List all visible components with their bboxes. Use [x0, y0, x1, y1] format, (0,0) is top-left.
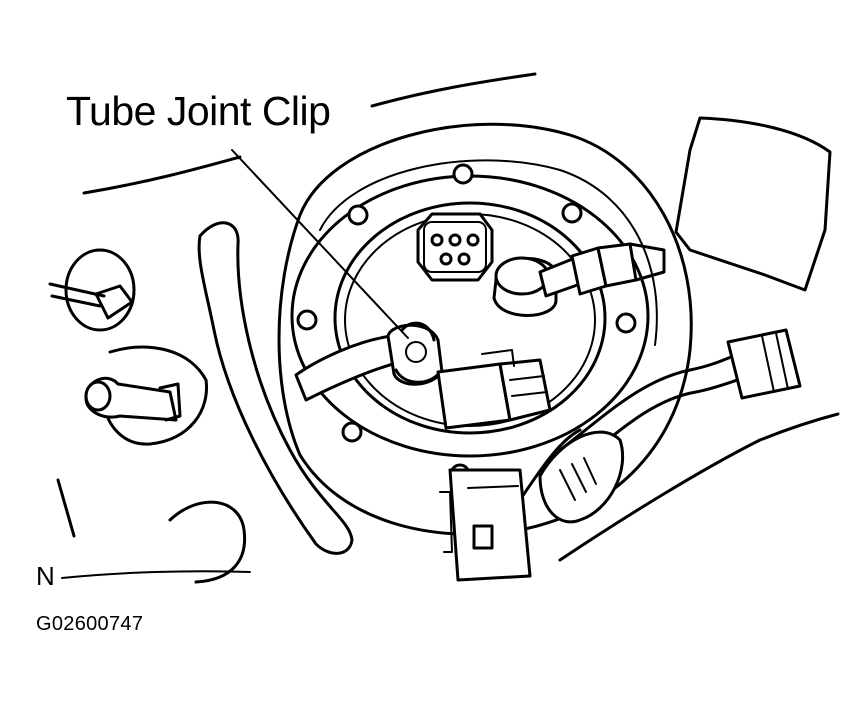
bolt — [347, 204, 369, 226]
bolt — [341, 421, 363, 443]
tube-joint-clip-label: Tube Joint Clip — [66, 88, 331, 134]
left-body-edge — [56, 478, 76, 538]
label-leader-line — [231, 149, 409, 339]
tube-joint-clip — [386, 321, 444, 386]
right-harness-connector — [726, 328, 802, 400]
fuel-tank-lower-edge — [558, 412, 840, 562]
body-panel-arc — [82, 155, 242, 195]
mounting-bracket — [674, 116, 832, 292]
sender-gauge-connector — [436, 349, 552, 430]
flange-bolts — [296, 163, 637, 485]
filler-pipe-fitting — [48, 248, 136, 332]
pump-electrical-connector — [416, 212, 494, 282]
pump-flange-inner — [333, 201, 607, 435]
direction-label: N — [36, 561, 55, 591]
lower-harness — [518, 428, 625, 524]
lower-connector — [439, 468, 532, 582]
cover-outer-ring — [298, 122, 693, 536]
fuel-outlet-pipe — [492, 242, 666, 317]
body-panel-top-line — [370, 72, 537, 108]
breather-nipple — [84, 345, 208, 446]
bolt — [296, 309, 318, 331]
bolt — [615, 312, 637, 334]
bolt — [452, 163, 474, 185]
harness-wire — [558, 352, 740, 452]
cover-outer-ring-left — [277, 213, 302, 457]
vent-hose — [197, 221, 354, 555]
direction-line — [61, 570, 251, 579]
figure-code: G02600747 — [36, 613, 144, 635]
left-lower-curve — [168, 500, 247, 584]
bolt — [561, 202, 583, 224]
